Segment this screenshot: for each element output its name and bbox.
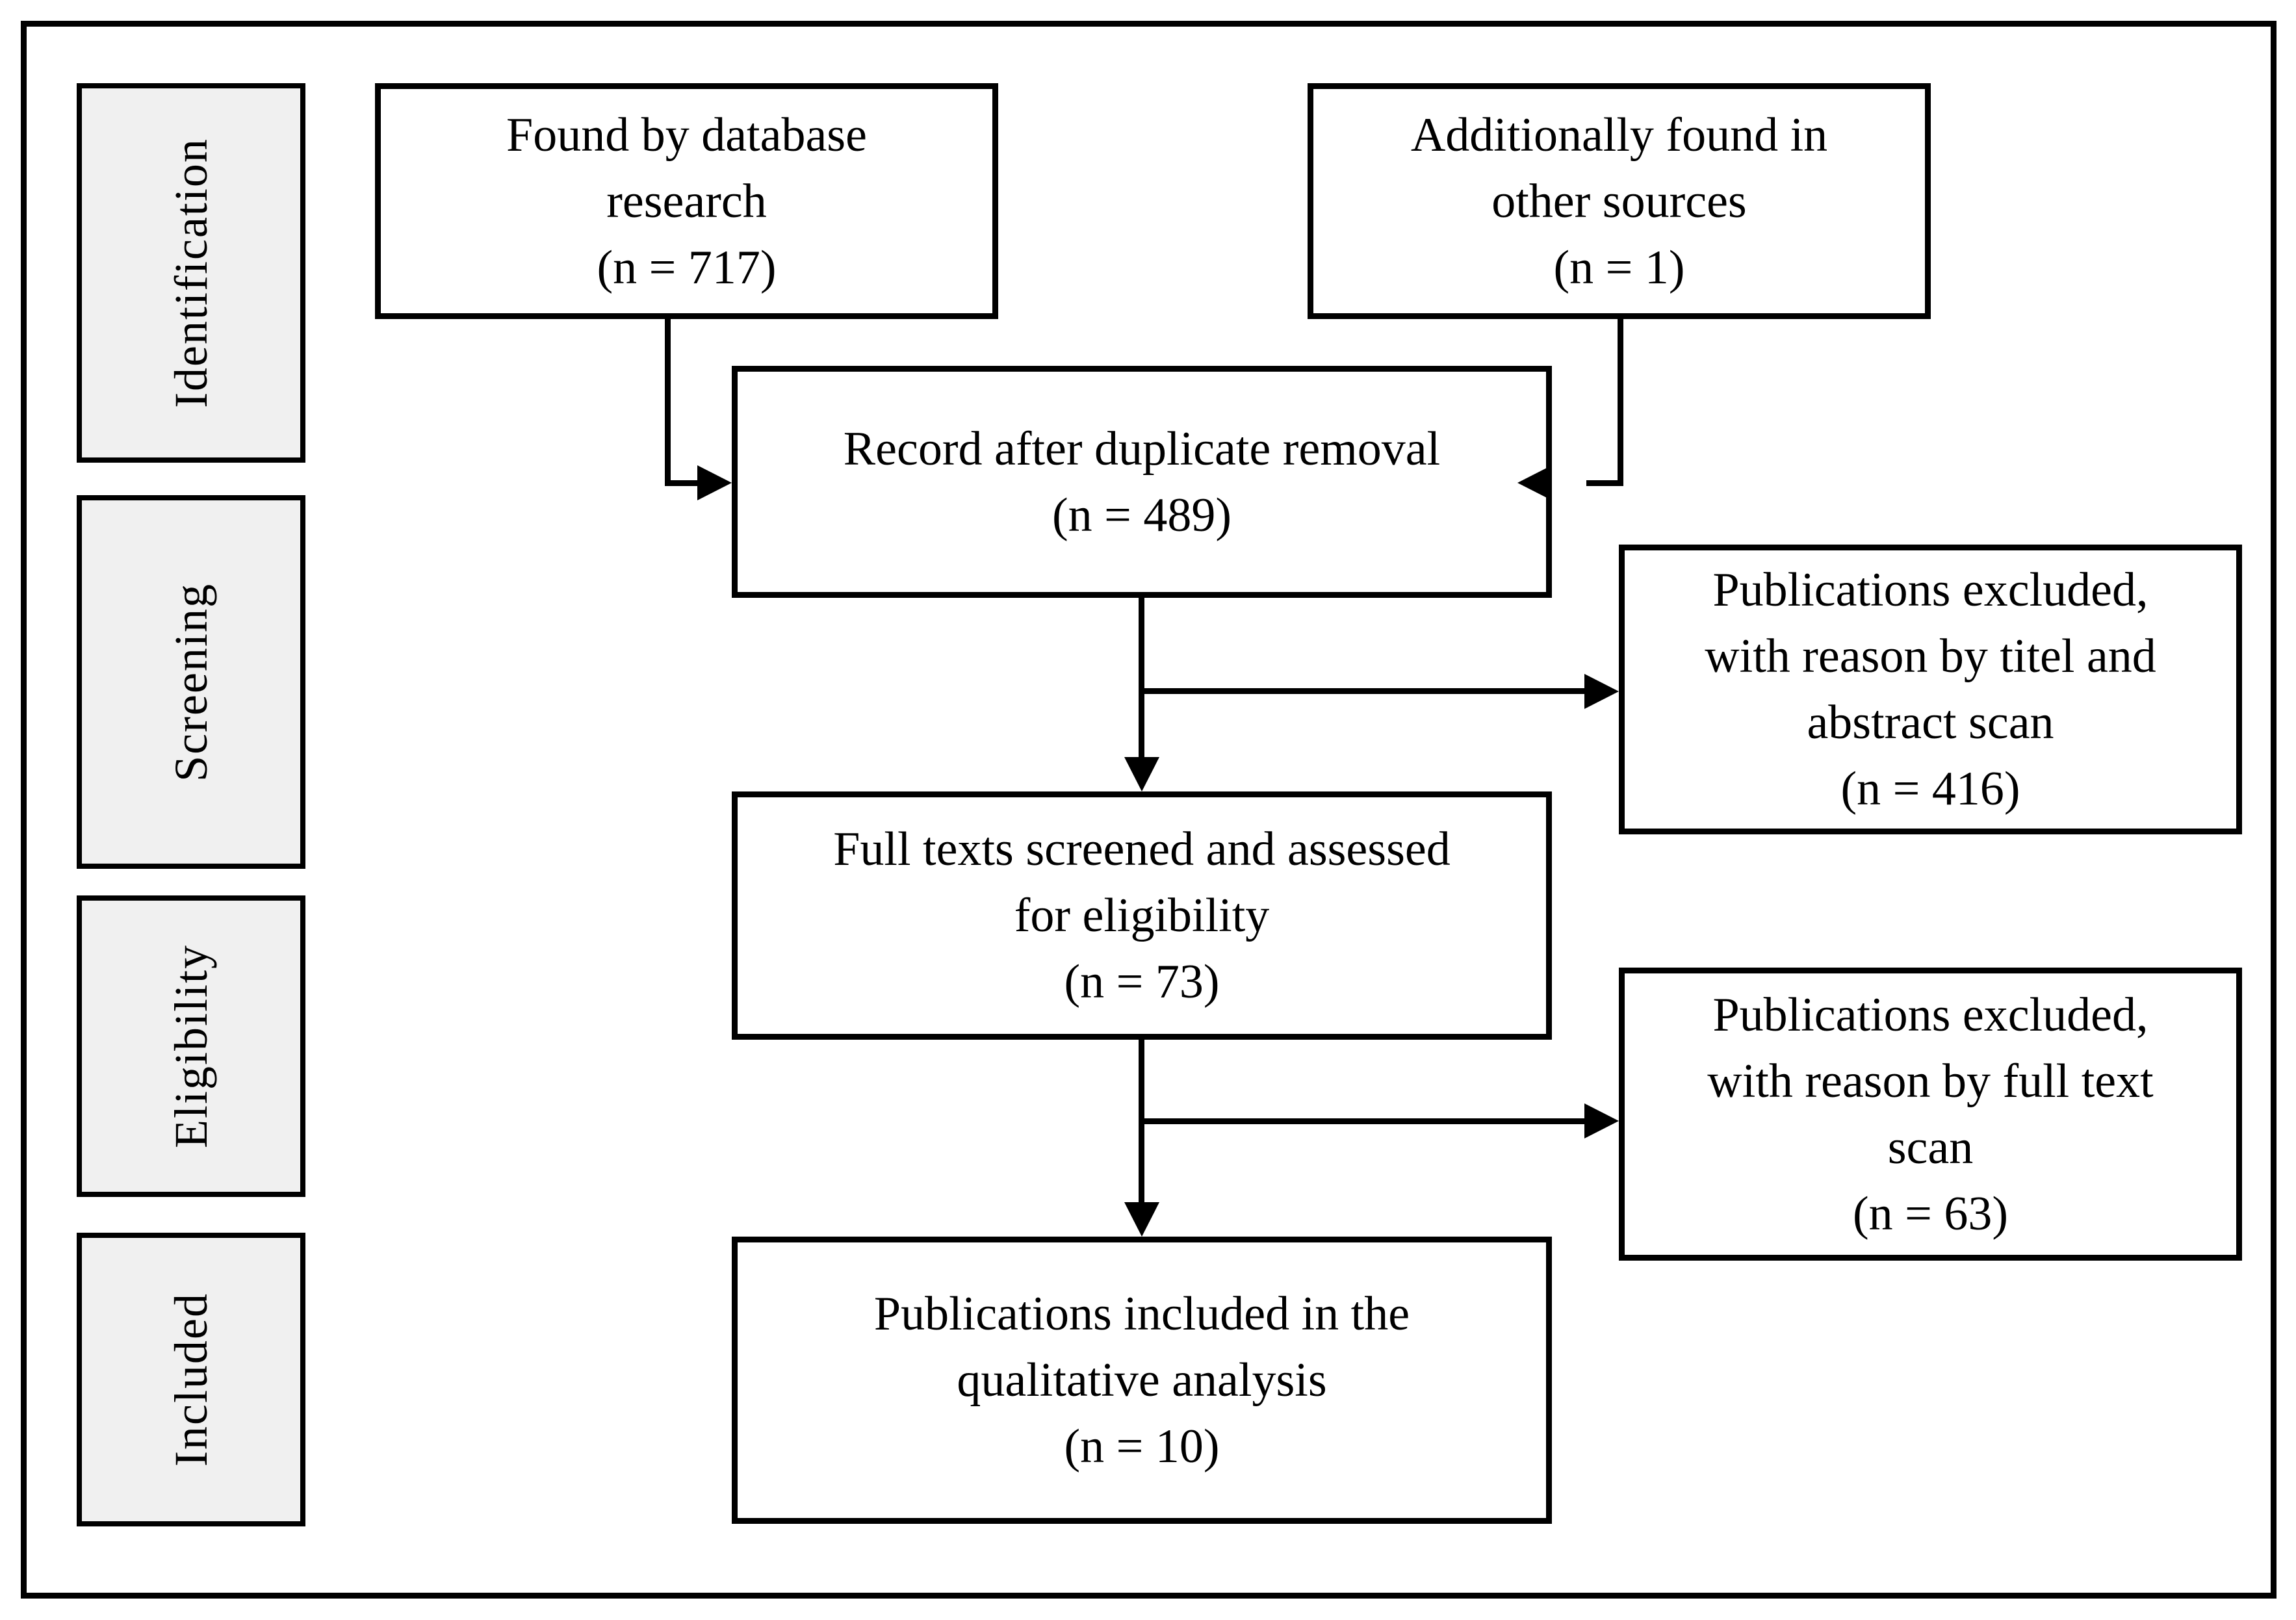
branch-to-excluded-fulltext-horizontal <box>1139 1118 1584 1124</box>
node-full-texts-screened: Full texts screened and assessed for eli… <box>732 791 1552 1040</box>
node-label: Full texts screened and assessed for eli… <box>833 823 1451 1009</box>
stage-label: Identification <box>165 138 217 408</box>
node-label: Record after duplicate removal (n = 489) <box>843 422 1441 542</box>
arrowhead-left-into-duplicate-removal <box>1517 465 1552 500</box>
node-label: Publications included in the qualitative… <box>873 1287 1410 1473</box>
stage-label: Screening <box>165 582 217 782</box>
node-label: Publications excluded, with reason by ti… <box>1705 563 2156 816</box>
node-excluded-full-text: Publications excluded, with reason by fu… <box>1619 968 2242 1261</box>
connector-other-sources-vertical <box>1618 319 1623 486</box>
stage-included: Included <box>77 1233 305 1526</box>
node-label: Found by database research (n = 717) <box>506 108 867 294</box>
arrowhead-right-into-excluded-fulltext <box>1584 1103 1619 1138</box>
node-found-by-database: Found by database research (n = 717) <box>375 83 998 319</box>
arrowhead-down-into-fulltext <box>1124 757 1159 791</box>
arrowhead-right-into-excluded-title <box>1584 674 1619 709</box>
stage-label: Included <box>165 1292 217 1467</box>
stage-label: Eligibility <box>164 944 217 1149</box>
outer-frame <box>21 21 2277 1599</box>
stage-identification: Identification <box>77 83 305 463</box>
connector-other-sources-horizontal <box>1586 480 1623 486</box>
connector-database-vertical <box>665 319 671 486</box>
connector-duplicate-to-fulltext-vertical <box>1139 598 1144 757</box>
arrowhead-down-into-included <box>1124 1202 1159 1237</box>
node-included-qualitative: Publications included in the qualitative… <box>732 1237 1552 1524</box>
branch-to-excluded-title-horizontal <box>1139 688 1584 694</box>
stage-eligibility: Eligibility <box>77 895 305 1197</box>
node-after-duplicate-removal: Record after duplicate removal (n = 489) <box>732 366 1552 598</box>
node-label: Publications excluded, with reason by fu… <box>1707 988 2154 1241</box>
node-excluded-title-abstract: Publications excluded, with reason by ti… <box>1619 545 2242 834</box>
connector-database-horizontal <box>665 480 697 486</box>
node-label: Additionally found in other sources (n =… <box>1410 108 1828 294</box>
node-additional-sources: Additionally found in other sources (n =… <box>1308 83 1931 319</box>
arrowhead-right-into-duplicate-removal <box>697 465 732 500</box>
stage-screening: Screening <box>77 495 305 869</box>
